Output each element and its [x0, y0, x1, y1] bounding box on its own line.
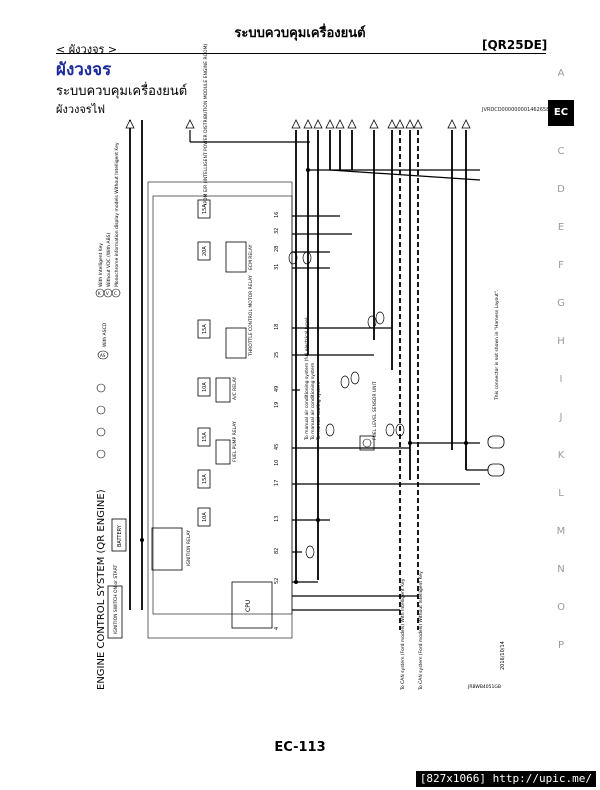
- can-note-2: To CAN system (Ford models) Without Inte…: [418, 571, 424, 691]
- relay-label-throttle: THROTTLE CONTROL MOTOR RELAY: [248, 275, 254, 357]
- junction-dots: [140, 168, 468, 584]
- pin-52: 52: [274, 578, 280, 584]
- svg-text:C: C: [114, 291, 117, 296]
- diagram-date: 2016/10/14: [500, 641, 506, 670]
- side-index-N[interactable]: N: [557, 564, 565, 575]
- side-index-J[interactable]: J: [559, 412, 563, 423]
- pin-32: 32: [274, 228, 280, 234]
- side-index-P[interactable]: P: [557, 640, 565, 651]
- side-index-G[interactable]: G: [557, 298, 565, 309]
- side-index-E[interactable]: E: [557, 222, 565, 233]
- header-title: ระบบควบคุมเครื่องยนต์: [234, 26, 366, 41]
- ignition-switch-label: IGNITION SWITCH ON or START: [113, 564, 119, 634]
- ipdm-inner-box: [152, 195, 293, 615]
- internal-blocks: [151, 199, 273, 629]
- legend: K With Intelligent Key V Without VDC (Wi…: [95, 142, 121, 459]
- can-note-1: To CAN system (Ford models) With Intelli…: [400, 578, 406, 691]
- pin-45: 45: [274, 444, 280, 450]
- top-connectors: [125, 119, 471, 129]
- figure-id: JVRDCD0000000014626587: [482, 107, 553, 113]
- pin-28: 28: [274, 246, 280, 252]
- svg-text:AS: AS: [100, 353, 106, 358]
- pin-13: 13: [274, 516, 280, 522]
- section-title: ผังวงจร: [56, 60, 112, 80]
- legend-item-4: With ASCD: [102, 322, 108, 347]
- side-index-O[interactable]: O: [557, 602, 565, 613]
- side-index-I[interactable]: I: [559, 374, 563, 385]
- header-rule: [56, 53, 546, 54]
- side-index-K[interactable]: K: [557, 450, 565, 461]
- system-title: ENGINE CONTROL SYSTEM (QR ENGINE): [96, 489, 107, 690]
- pin-19: 19: [274, 402, 280, 408]
- legend-item-3: Monochrome information display models Wi…: [114, 142, 120, 287]
- fuel-level-sensor: [359, 435, 375, 451]
- side-index-EC[interactable]: EC: [548, 100, 574, 126]
- section-subsubtitle: ผังวงจรไฟ: [56, 103, 106, 116]
- legend-item-2: Without VDC (With ABS): [106, 233, 112, 287]
- pin-4: 4: [274, 627, 280, 630]
- pin-17: 17: [274, 480, 280, 486]
- pin-31: 31: [274, 264, 280, 270]
- side-index-H[interactable]: H: [557, 336, 565, 347]
- section-subtitle: ระบบควบคุมเครื่องยนต์: [56, 84, 188, 99]
- side-index-A[interactable]: A: [557, 68, 565, 79]
- legend-item-1: With Intelligent Key: [98, 243, 104, 287]
- note-ac: To manual air conditioning system: [310, 363, 316, 441]
- svg-text:K: K: [98, 291, 101, 296]
- battery-label: BATTERY: [117, 524, 123, 547]
- watermark: [827x1066] http://upic.me/: [415, 771, 596, 787]
- side-index-D[interactable]: D: [557, 184, 565, 195]
- ignition-switch-box: [107, 585, 123, 639]
- side-index-M[interactable]: M: [556, 526, 566, 537]
- battery-box: [111, 518, 127, 552]
- side-index-F[interactable]: F: [558, 260, 564, 271]
- ipdm-outer-box: [147, 181, 293, 639]
- breadcrumb[interactable]: < ผังวงจร >: [56, 43, 118, 56]
- page-number: EC-113: [274, 740, 326, 755]
- side-index-C[interactable]: C: [557, 146, 565, 157]
- mid-connectors: [288, 251, 405, 559]
- svg-text:V: V: [106, 291, 109, 296]
- side-index-L[interactable]: L: [558, 488, 564, 499]
- note-ac-full: To manual air conditioning system (full …: [304, 317, 310, 441]
- pin-10: 10: [274, 460, 280, 466]
- fuel-level-sensor-label: FUEL LEVEL SENSOR UNIT: [372, 381, 378, 440]
- connector-note: This connector is not shown in "Harness …: [494, 290, 500, 401]
- cpu-label: CPU: [245, 600, 252, 612]
- fuse-label-2: 20A: [202, 246, 208, 256]
- right-connectors: [487, 435, 505, 477]
- fuse-label-4: 10A: [202, 382, 208, 392]
- fuse-label-7: 10A: [202, 512, 208, 522]
- pin-16: 16: [274, 212, 280, 218]
- pin-18: 18: [274, 324, 280, 330]
- pin-25: 25: [274, 352, 280, 358]
- fuse-label-5: 15A: [202, 432, 208, 442]
- relay-label-ac: A/C RELAY: [232, 377, 238, 400]
- pin-82: 82: [274, 548, 280, 554]
- relay-label-fuel-pump: FUEL PUMP RELAY: [232, 421, 238, 462]
- pin-49: 49: [274, 386, 280, 392]
- fuse-label-6: 15A: [202, 474, 208, 484]
- engine-model: [QR25DE]: [482, 38, 548, 52]
- cpu-box: [231, 581, 273, 629]
- note-cooling: To manual cooling system: [316, 382, 322, 441]
- relay-label-ignition: IGNITION RELAY: [186, 530, 192, 566]
- relay-label-ecm: ECM RELAY: [248, 244, 254, 270]
- drawing-code: JRBWB4051GB: [467, 684, 501, 690]
- ipdm-label: IPDM E/R (INTELLIGENT POWER DISTRIBUTION…: [203, 44, 209, 205]
- fuse-label-1: 15A: [202, 204, 208, 214]
- fuse-label-3: 15A: [202, 324, 208, 334]
